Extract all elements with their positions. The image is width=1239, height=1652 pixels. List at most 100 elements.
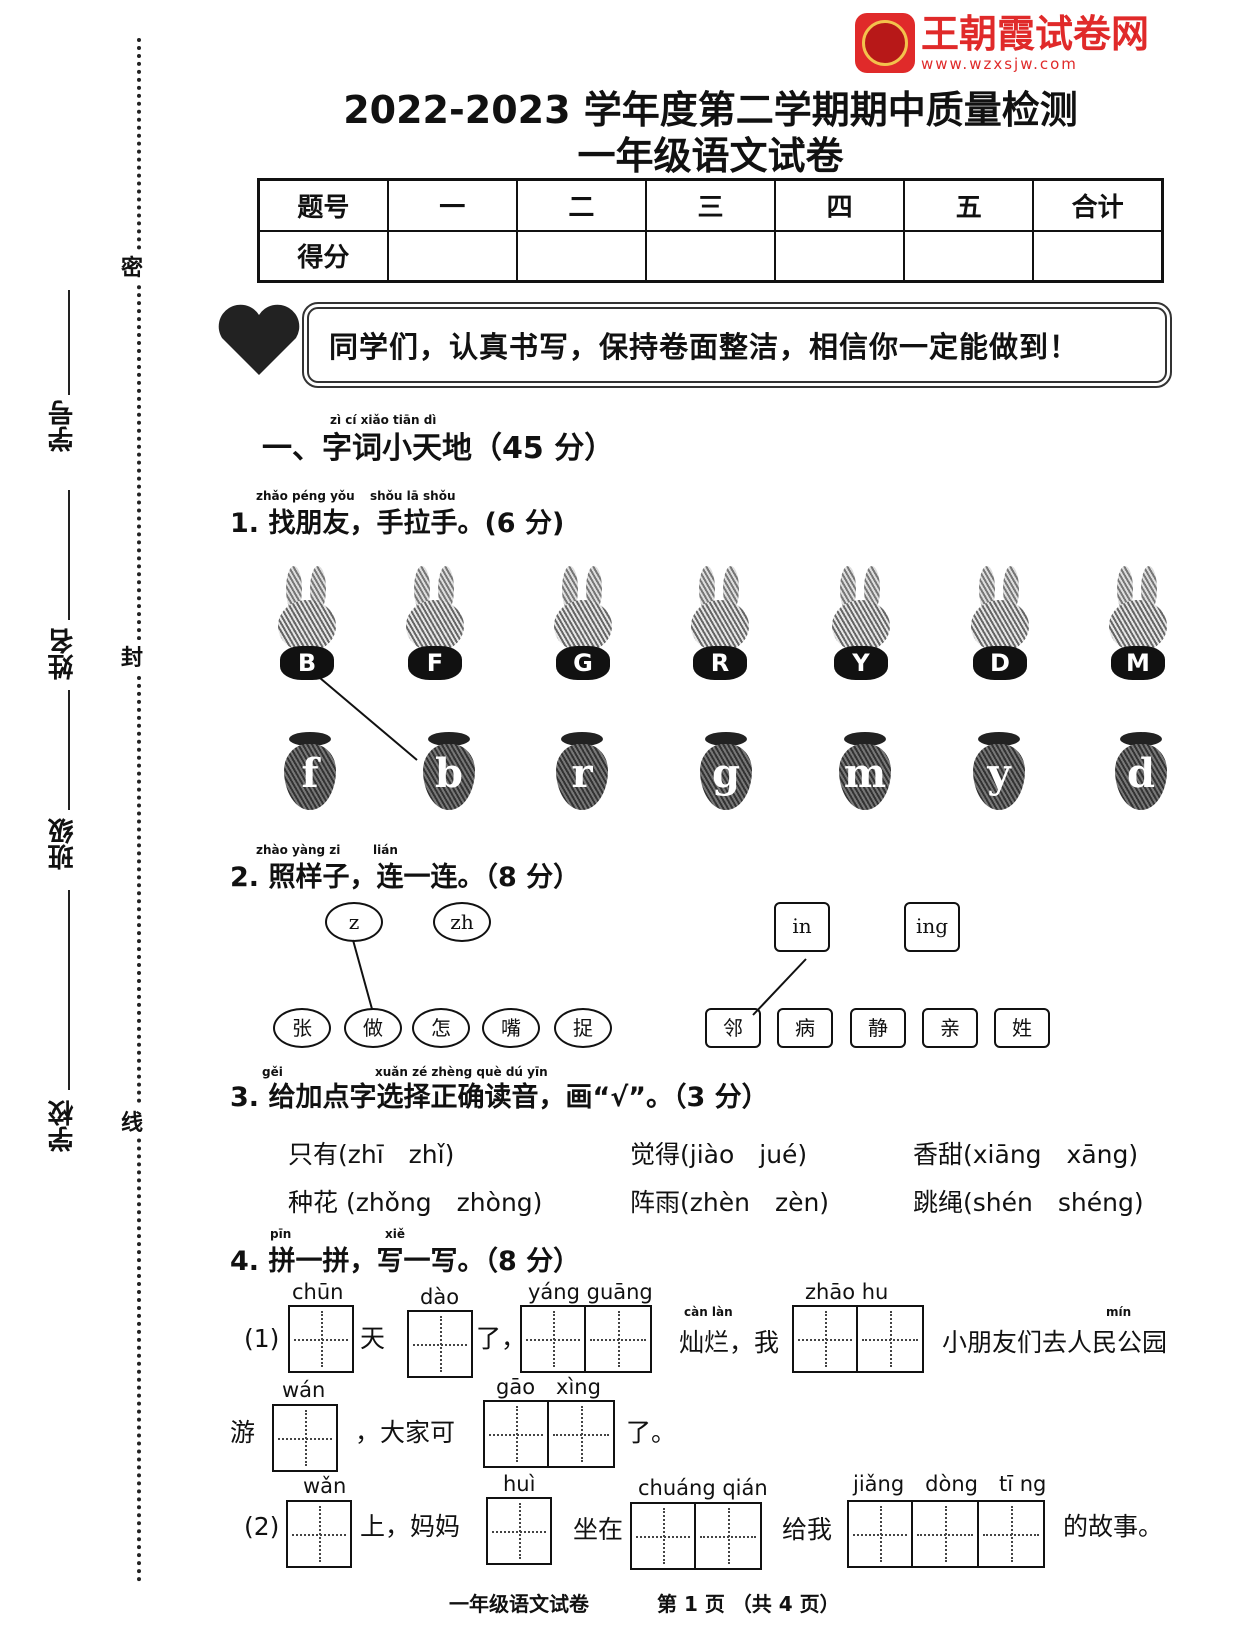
bunny-card[interactable]: Y (826, 566, 896, 681)
pinyin-prompt: gāo xìng (496, 1375, 601, 1399)
q4-pinyin-2: xiě (385, 1227, 405, 1241)
strawberry-card[interactable]: r (553, 732, 611, 812)
writing-grid[interactable] (520, 1305, 652, 1373)
writing-grid[interactable] (286, 1500, 352, 1568)
bunny-letter: Y (834, 646, 888, 680)
writing-grid[interactable] (486, 1497, 552, 1565)
q1-pinyin-2: shǒu lā shǒu (370, 489, 456, 503)
strawberry-card[interactable]: g (697, 732, 755, 812)
name-line[interactable] (68, 490, 70, 620)
strawberry-card[interactable]: f (281, 732, 339, 812)
score-cell[interactable] (1032, 229, 1164, 283)
school-line[interactable] (68, 890, 70, 1090)
bunny-head (1109, 600, 1167, 652)
char-box[interactable]: 邻 (705, 1008, 761, 1048)
char-box[interactable]: 亲 (922, 1008, 978, 1048)
bunny-letter: B (280, 646, 334, 680)
sentence-text: 的故事。 (1063, 1512, 1164, 1541)
strawberry-letter: r (556, 744, 608, 810)
class-line[interactable] (68, 690, 70, 810)
score-cell[interactable] (515, 229, 647, 283)
bunny-head (554, 600, 612, 652)
char-box[interactable]: 姓 (994, 1008, 1050, 1048)
strawberry-card[interactable]: b (420, 732, 478, 812)
bunny-letter: M (1111, 646, 1165, 680)
bunny-head (278, 600, 336, 652)
q4-pinyin-1: pīn (270, 1227, 292, 1241)
site-logo: 王朝霞试卷网 www.wzxsjw.com (855, 13, 1149, 73)
q3-option[interactable]: 觉得(jiào jué) (630, 1140, 808, 1169)
bunny-head (971, 600, 1029, 652)
strawberry-card[interactable]: d (1112, 732, 1170, 812)
student-number-line[interactable] (68, 290, 70, 395)
q3-option[interactable]: 阵雨(zhèn zèn) (630, 1188, 830, 1217)
char-box[interactable]: 病 (777, 1008, 833, 1048)
bunny-head (406, 600, 464, 652)
bunny-card[interactable]: D (965, 566, 1035, 681)
writing-grid[interactable] (630, 1502, 762, 1570)
sentence-text: 了， (476, 1324, 527, 1353)
footer-title: 一年级语文试卷 (449, 1592, 589, 1616)
final-box[interactable]: in (774, 902, 830, 952)
char-circle[interactable]: 捉 (554, 1008, 612, 1048)
bunny-card[interactable]: M (1103, 566, 1173, 681)
leaf-icon (705, 732, 747, 746)
bunny-card[interactable]: R (685, 566, 755, 681)
part-1-label: (1) (244, 1324, 280, 1353)
banner-text: 同学们，认真书写，保持卷面整洁，相信你一定能做到！ (329, 324, 1080, 366)
strawberry-card[interactable]: y (970, 732, 1028, 812)
sentence-text: 上，妈妈 (360, 1512, 461, 1541)
writing-grid[interactable] (483, 1400, 615, 1468)
pinyin-prompt: wán (282, 1378, 326, 1402)
bunny-card[interactable]: G (548, 566, 618, 681)
bunny-card[interactable]: B (272, 566, 342, 681)
score-cell[interactable] (644, 229, 777, 283)
sentence-text: 了。 (626, 1418, 677, 1447)
bunny-head (832, 600, 890, 652)
bunny-head (691, 600, 749, 652)
writing-grid[interactable] (847, 1500, 1045, 1568)
q3-option[interactable]: 香甜(xiāng xāng) (913, 1140, 1139, 1169)
logo-url: www.wzxsjw.com (921, 55, 1078, 73)
q1-title: 1. 找朋友，手拉手。(6 分) (230, 508, 565, 539)
q3-option[interactable]: 种花 (zhǒng zhòng) (288, 1188, 543, 1217)
q3-pinyin-2: xuǎn zé zhèng què dú yīn (375, 1065, 548, 1079)
leaf-icon (1120, 732, 1162, 746)
writing-grid[interactable] (792, 1305, 924, 1373)
strawberry-letter: g (700, 744, 752, 810)
writing-grid[interactable] (272, 1404, 338, 1472)
leaf-icon (844, 732, 886, 746)
writing-grid[interactable] (288, 1305, 354, 1373)
score-row-label: 得分 (257, 229, 389, 283)
score-cell[interactable] (903, 229, 1035, 283)
char-box[interactable]: 静 (850, 1008, 906, 1048)
leaf-icon (428, 732, 470, 746)
section1-title: 一、字词小天地（45 分） (262, 431, 615, 466)
logo-name: 王朝霞试卷网 (921, 12, 1150, 56)
q2-pinyin-2: lián (373, 843, 398, 857)
part-2-label: (2) (244, 1512, 280, 1541)
score-cell[interactable] (774, 229, 906, 283)
binding-dotted-line (137, 38, 141, 1583)
seal-xian: 线 (121, 1105, 144, 1137)
char-circle[interactable]: 做 (344, 1008, 402, 1048)
pinyin-prompt: huì (503, 1472, 536, 1496)
strawberry-card[interactable]: m (836, 732, 894, 812)
example-line-B-b (319, 677, 418, 761)
q3-option[interactable]: 跳绳(shén shéng) (913, 1188, 1144, 1217)
writing-grid[interactable] (407, 1310, 473, 1378)
pinyin-prompt: jiǎng dòng tī ng (853, 1472, 1047, 1496)
char-circle[interactable]: 张 (273, 1008, 331, 1048)
q3-title: 3. 给加点字选择正确读音，画“√”。（3 分） (230, 1082, 769, 1113)
initial-circle[interactable]: zh (433, 902, 491, 942)
bunny-card[interactable]: F (400, 566, 470, 681)
final-box[interactable]: ing (904, 902, 960, 952)
pinyin-prompt: yáng guāng (528, 1280, 653, 1304)
header-cell: 四 (774, 178, 906, 232)
heart-icon (218, 304, 300, 375)
char-circle[interactable]: 嘴 (482, 1008, 540, 1048)
score-cell[interactable] (386, 229, 518, 283)
char-circle[interactable]: 怎 (412, 1008, 470, 1048)
q3-option[interactable]: 只有(zhī zhǐ) (288, 1140, 455, 1169)
